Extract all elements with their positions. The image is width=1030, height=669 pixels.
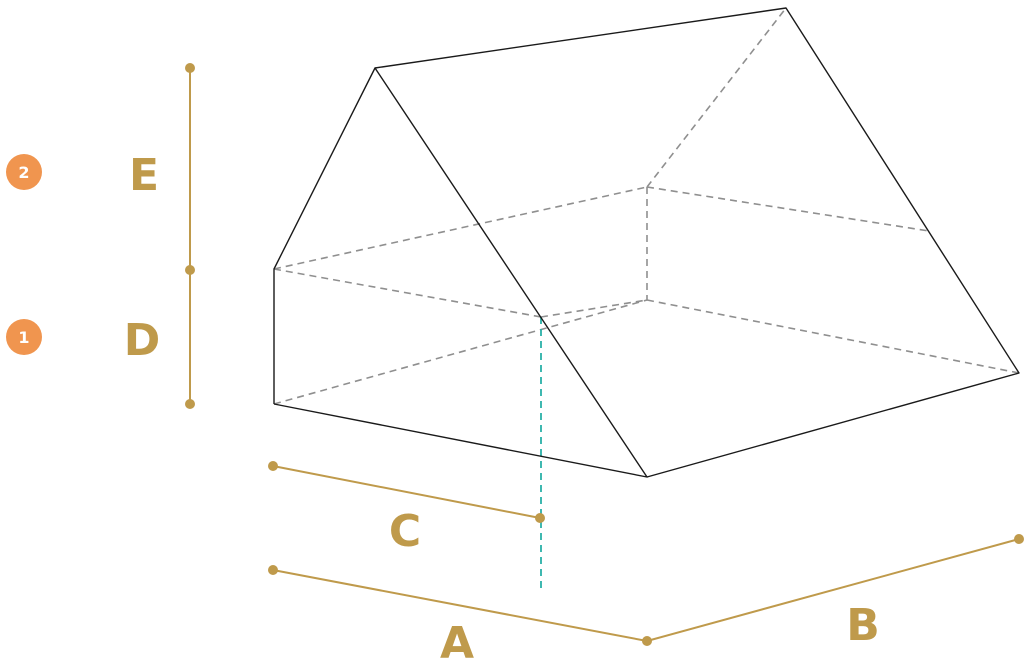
- label-a: A: [440, 618, 474, 669]
- badge-number: 2: [18, 163, 29, 182]
- hidden-edge-back-left-eave: [273, 186, 648, 270]
- hidden-edge-back-bottom-right: [646, 299, 1020, 374]
- hidden-edge-back-left-bottom: [273, 299, 648, 405]
- outline-roof-and-side: [374, 7, 1020, 478]
- endpoint-c-start: [268, 461, 278, 471]
- badge-circle: [6, 319, 42, 355]
- endpoint-e-top: [185, 63, 195, 73]
- endpoint-a-start: [268, 565, 278, 575]
- hidden-edge-back-right-eave: [646, 186, 930, 232]
- label-c: C: [389, 506, 421, 557]
- dimension-endpoints: [185, 63, 1024, 646]
- house-outline: [273, 7, 1020, 478]
- label-e: E: [129, 150, 159, 201]
- step-badge-2: 2: [6, 154, 42, 190]
- outline-front-gable: [273, 67, 648, 478]
- endpoint-d-bottom: [185, 399, 195, 409]
- label-b: B: [846, 600, 880, 651]
- dimension-line-c: [272, 465, 541, 519]
- label-d: D: [124, 315, 161, 366]
- dimension-lines: [189, 68, 1020, 642]
- dimension-line-a: [272, 569, 648, 642]
- badge-circle: [6, 154, 42, 190]
- hidden-edges: [273, 7, 1020, 405]
- endpoint-c-end: [535, 513, 545, 523]
- dimension-labels: E D C A B: [124, 150, 880, 669]
- badge-number: 1: [18, 328, 29, 347]
- step-badge-1: 1: [6, 319, 42, 355]
- endpoint-b-end: [1014, 534, 1024, 544]
- endpoint-a-b-joint: [642, 636, 652, 646]
- dimension-line-b: [646, 538, 1020, 642]
- endpoint-e-d-joint: [185, 265, 195, 275]
- hidden-edge-eave-cross: [540, 299, 648, 318]
- hidden-edge-back-gable: [646, 7, 787, 188]
- hidden-edge-front-eave: [273, 268, 542, 318]
